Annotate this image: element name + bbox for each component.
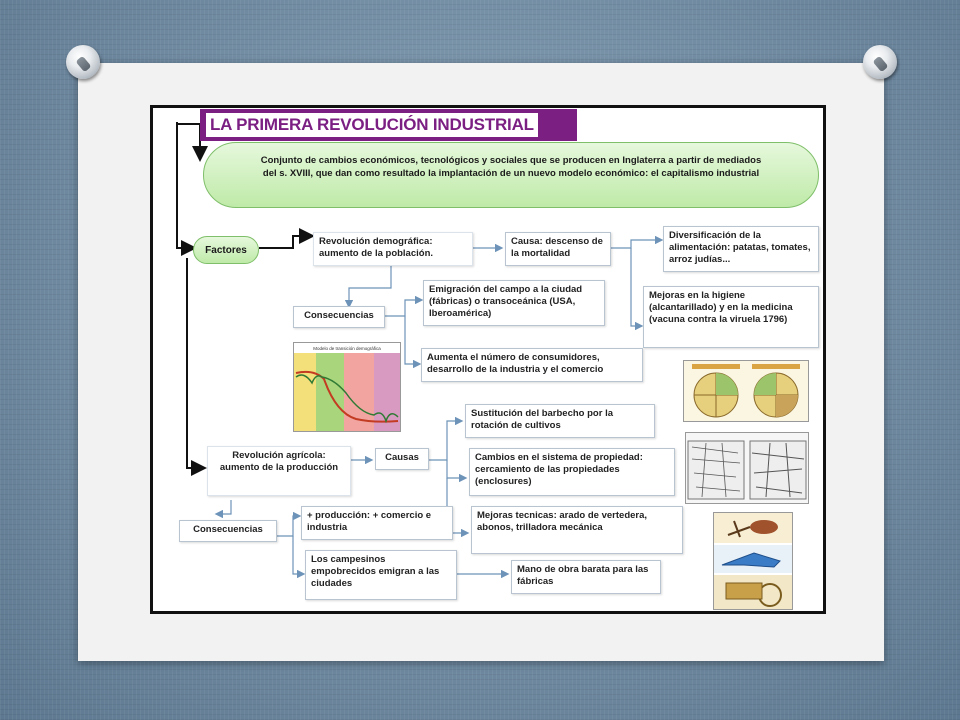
- causa-mortalidad-node: Causa: descenso de la mortalidad: [505, 232, 611, 266]
- consecuencias-demografica-node: Consecuencias: [293, 306, 385, 328]
- sustitucion-barbecho-node: Sustitución del barbecho por la rotación…: [465, 404, 655, 438]
- factores-node: Factores: [193, 236, 259, 264]
- diversificacion-alimentacion-node: Diversificación de la alimentación: pata…: [663, 226, 819, 272]
- farming-tools-illustration: [713, 512, 793, 610]
- svg-text:Modelo de transición demográfi: Modelo de transición demográfica: [313, 346, 381, 351]
- cambios-propiedad-node: Cambios en el sistema de propiedad: cerc…: [469, 448, 675, 496]
- page-title: LA PRIMERA REVOLUCIÓN INDUSTRIAL: [200, 109, 577, 141]
- definition-bubble: Conjunto de cambios económicos, tecnológ…: [203, 142, 819, 208]
- crop-rotation-illustration: [683, 360, 809, 422]
- pin-right-icon: [863, 45, 897, 79]
- concept-map: LA PRIMERA REVOLUCIÓN INDUSTRIAL Conjunt…: [150, 105, 826, 614]
- causas-agricola-node: Causas: [375, 448, 429, 470]
- enclosure-maps-illustration: [685, 432, 809, 504]
- pin-left-icon: [66, 45, 100, 79]
- mejoras-higiene-node: Mejoras en la higiene (alcantarillado) y…: [643, 286, 819, 348]
- campesinos-emigran-node: Los campesinos empobrecidos emigran a la…: [305, 550, 457, 600]
- plough-icon: [714, 513, 792, 609]
- crop-rotation-icon: [692, 364, 800, 418]
- transition-chart-icon: Modelo de transición demográfica: [294, 346, 400, 431]
- mejoras-tecnicas-node: Mejoras tecnicas: arado de vertedera, ab…: [471, 506, 683, 554]
- mas-produccion-node: + producción: + comercio e industria: [301, 506, 453, 540]
- mano-obra-node: Mano de obra barata para las fábricas: [511, 560, 661, 594]
- demographic-transition-chart: Modelo de transición demográfica: [293, 342, 401, 432]
- enclosure-map-icon: [687, 440, 807, 500]
- emigracion-node: Emigración del campo a la ciudad (fábric…: [423, 280, 605, 326]
- revolucion-agricola-node: Revolución agrícola: aumento de la produ…: [207, 446, 351, 496]
- revolucion-demografica-node: Revolución demográfica: aumento de la po…: [313, 232, 473, 266]
- consecuencias-agricola-node: Consecuencias: [179, 520, 277, 542]
- aumento-consumidores-node: Aumenta el número de consumidores, desar…: [421, 348, 643, 382]
